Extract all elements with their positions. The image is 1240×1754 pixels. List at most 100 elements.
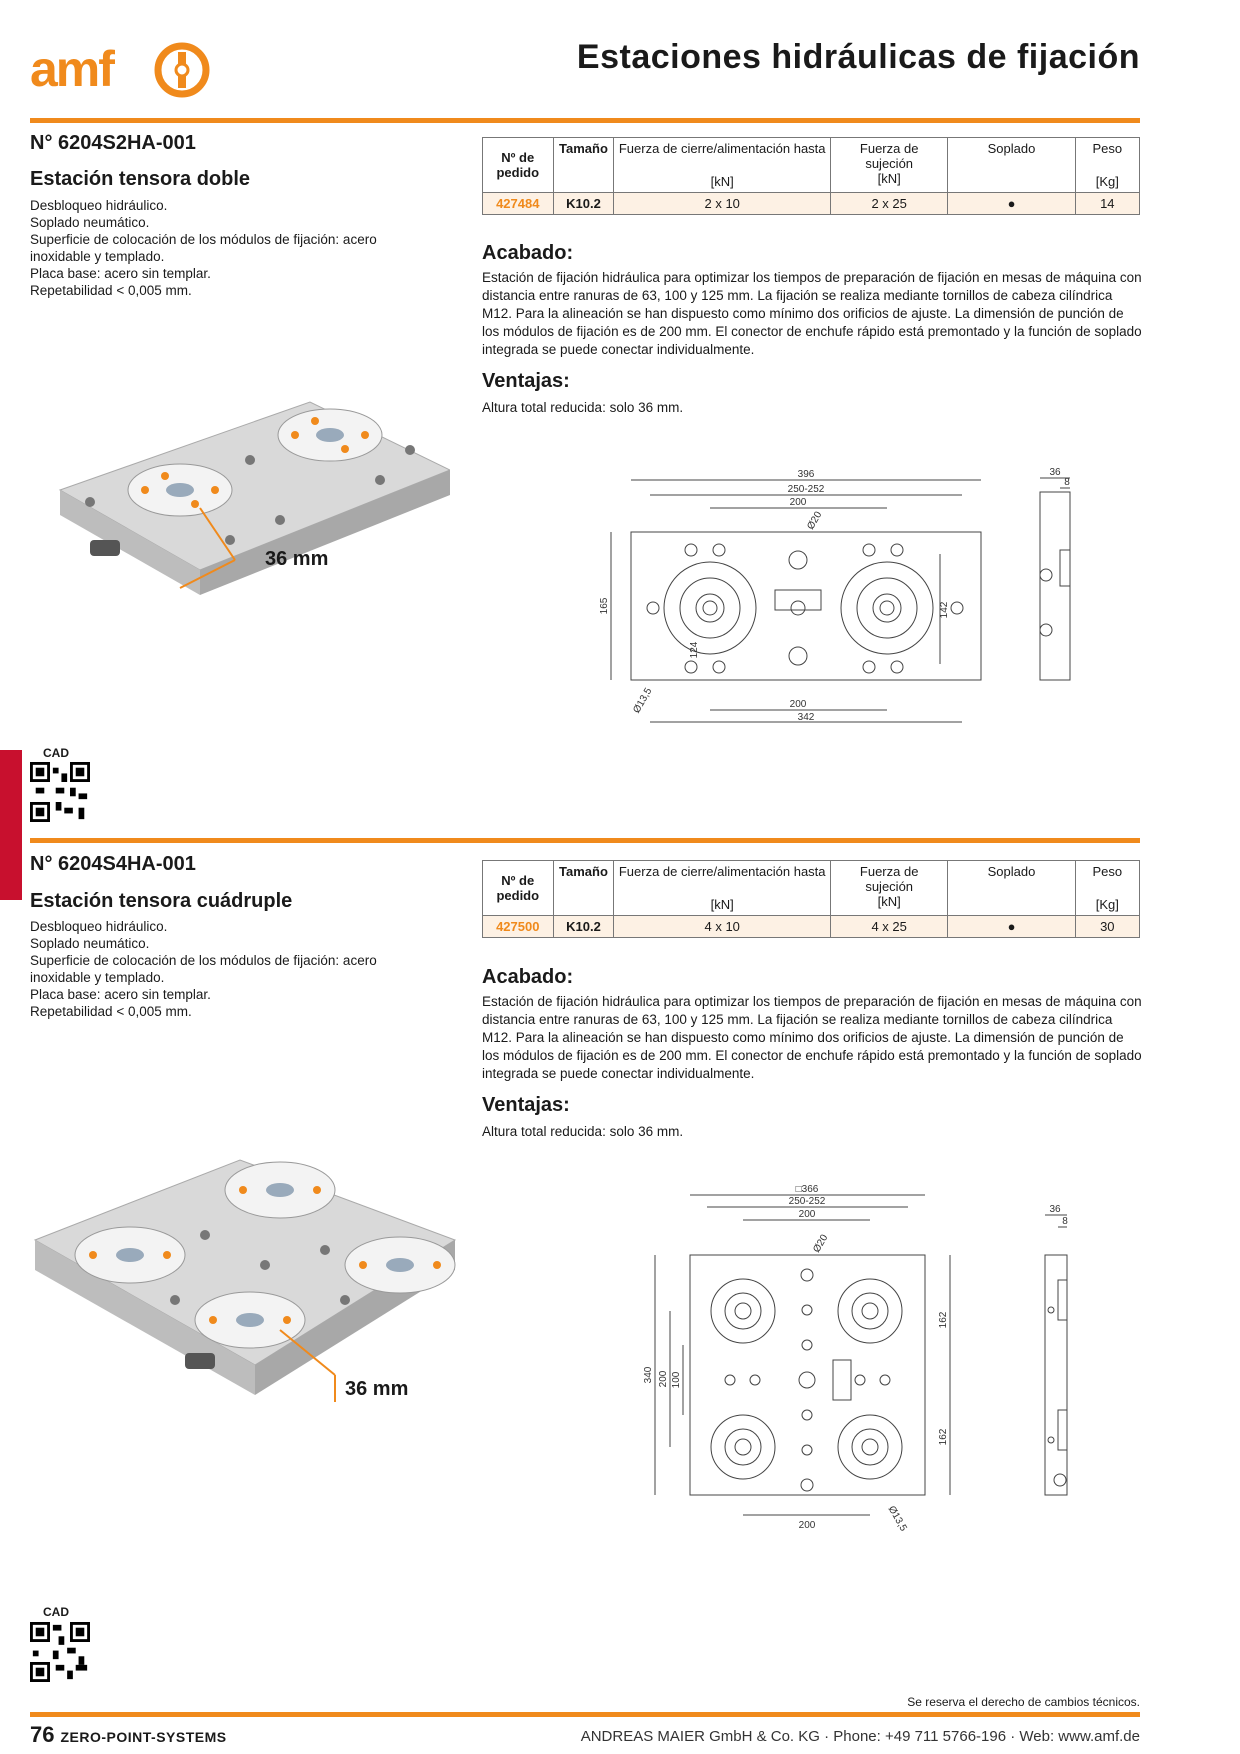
finish-heading: Acabado: [482, 242, 574, 264]
dimension-label: 396 [798, 469, 815, 480]
dimension-label: 8 [1062, 1216, 1068, 1227]
feature-item: Repetabilidad < 0,005 mm. [30, 1004, 192, 1019]
col-closing-force: Fuerza de cierre/alimentación hasta[kN] [613, 860, 831, 916]
col-unit: [kN] [877, 894, 901, 909]
weight-cell: 30 [1074, 915, 1141, 938]
cad-qr-code[interactable] [30, 762, 90, 822]
finish-heading: Acabado: [482, 966, 574, 988]
feature-item: Soplado neumático. [30, 936, 150, 951]
col-unit: [kN] [710, 897, 734, 912]
col-weight: Peso[Kg] [1074, 860, 1141, 916]
product-name: Estación tensora doble [30, 168, 251, 190]
cad-qr-code[interactable] [30, 1622, 90, 1682]
col-label: Peso [1092, 864, 1123, 879]
col-size: Tamaño [552, 137, 615, 193]
col-unit: [Kg] [1095, 174, 1119, 189]
product-photo-quadruple [33, 1159, 457, 1402]
dimension-label: 200 [658, 1370, 669, 1387]
article-number: N° 6204S2HA-001 [30, 132, 196, 154]
col-label: Fuerza de cierre/alimentación hasta [618, 141, 826, 156]
col-label: Fuerza de sujeción [859, 864, 919, 894]
amf-logo: amf [30, 41, 210, 98]
dimension-label: 200 [799, 1520, 816, 1531]
weight-cell: 14 [1074, 192, 1141, 215]
dimension-label: 342 [798, 712, 815, 723]
dimension-label: 162 [938, 1311, 949, 1328]
table-row: 427484 K10.2 2 x 10 2 x 25 ● 14 [482, 192, 1141, 215]
col-blowing: Soplado [947, 860, 1076, 916]
finish-text: Estación de fijación hidráulica para opt… [482, 270, 1142, 357]
col-unit: [kN] [710, 174, 734, 189]
feature-item: Desbloqueo hidráulico. [30, 198, 168, 213]
clamping-force-cell: 2 x 25 [829, 192, 949, 215]
advantages-text: Altura total reducida: solo 36 mm. [482, 1124, 684, 1139]
spec-table: Nº de pedido Tamaño Fuerza de cierre/ali… [482, 860, 1141, 938]
spec-table: Nº de pedido Tamaño Fuerza de cierre/ali… [482, 137, 1141, 215]
col-size: Tamaño [552, 860, 615, 916]
col-clamping-force: Fuerza de sujeción[kN] [829, 137, 949, 193]
dimension-label: 100 [671, 1371, 682, 1388]
dimension-label: 250-252 [788, 484, 825, 495]
footer-note: Se reserva el derecho de cambios técnico… [907, 1695, 1140, 1709]
dimension-label: 340 [643, 1366, 654, 1383]
advantages-heading: Ventajas: [482, 370, 570, 392]
series-name: ZERO-POINT-SYSTEMS [60, 1729, 227, 1745]
finish-text: Estación de fijación hidráulica para opt… [482, 994, 1142, 1081]
dimension-label: 200 [799, 1209, 816, 1220]
cad-label: CAD [43, 746, 69, 760]
section-rule [30, 838, 1140, 843]
col-weight: Peso [Kg] [1074, 137, 1141, 193]
footer-rule [30, 1712, 1140, 1717]
size-cell: K10.2 [552, 192, 615, 215]
dimension-label: 36 [1049, 467, 1061, 478]
col-order-no: Nº de pedido [482, 137, 554, 193]
feature-item: Desbloqueo hidráulico. [30, 919, 168, 934]
dimension-label: □366 [796, 1184, 819, 1195]
size-cell: K10.2 [552, 915, 615, 938]
product-name: Estación tensora cuádruple [30, 890, 293, 912]
dimension-label: 162 [938, 1428, 949, 1445]
table-row: 427500 K10.2 4 x 10 4 x 25 ● 30 [482, 915, 1141, 938]
dimension-label: 165 [599, 597, 610, 614]
dimension-label: Ø13,5 [886, 1504, 909, 1533]
dimension-label: 8 [1064, 477, 1070, 488]
section-tab [0, 750, 22, 900]
height-badge: 36 mm [345, 1378, 409, 1400]
header-rule [30, 118, 1140, 123]
feature-item: Superficie de colocación de los módulos … [30, 953, 377, 985]
order-number-link[interactable]: 427484 [482, 192, 554, 215]
col-label: Peso [1092, 141, 1123, 156]
product-photo-double [58, 401, 450, 595]
closing-force-cell: 4 x 10 [613, 915, 831, 938]
article-number: N° 6204S4HA-001 [30, 853, 196, 875]
blowing-cell: ● [947, 192, 1076, 215]
dimension-label: 142 [939, 601, 950, 618]
order-number-link[interactable]: 427500 [482, 915, 554, 938]
page-title: Estaciones hidráulicas de fijación [576, 38, 1140, 76]
col-unit: [kN] [877, 171, 901, 186]
height-badge: 36 mm [265, 548, 329, 570]
dimension-label: Ø20 [811, 1232, 830, 1254]
feature-list: Desbloqueo hidráulico. Soplado neumático… [30, 197, 410, 299]
dimension-label: Ø20 [805, 509, 824, 531]
col-order-no: Nº de pedido [482, 860, 554, 916]
dimension-label: Ø13,5 [631, 686, 654, 715]
dimension-label: 36 [1049, 1204, 1061, 1215]
footer-company: ANDREAS MAIER GmbH & Co. KG · Phone: +49… [580, 1728, 1140, 1745]
feature-item: Repetabilidad < 0,005 mm. [30, 283, 192, 298]
dimension-label: 200 [790, 497, 807, 508]
col-closing-force: Fuerza de cierre/alimentación hasta [kN] [613, 137, 831, 193]
feature-item: Superficie de colocación de los módulos … [30, 232, 377, 264]
feature-item: Placa base: acero sin templar. [30, 987, 211, 1002]
closing-force-cell: 2 x 10 [613, 192, 831, 215]
dimension-label: 124 [689, 641, 700, 658]
dimension-label: 250-252 [789, 1196, 826, 1207]
feature-item: Soplado neumático. [30, 215, 150, 230]
table-header-row: Nº de pedido Tamaño Fuerza de cierre/ali… [482, 137, 1141, 193]
dimension-label: 200 [790, 699, 807, 710]
table-header-row: Nº de pedido Tamaño Fuerza de cierre/ali… [482, 860, 1141, 916]
col-clamping-force: Fuerza de sujeción[kN] [829, 860, 949, 916]
svg-text:amf: amf [30, 41, 115, 97]
